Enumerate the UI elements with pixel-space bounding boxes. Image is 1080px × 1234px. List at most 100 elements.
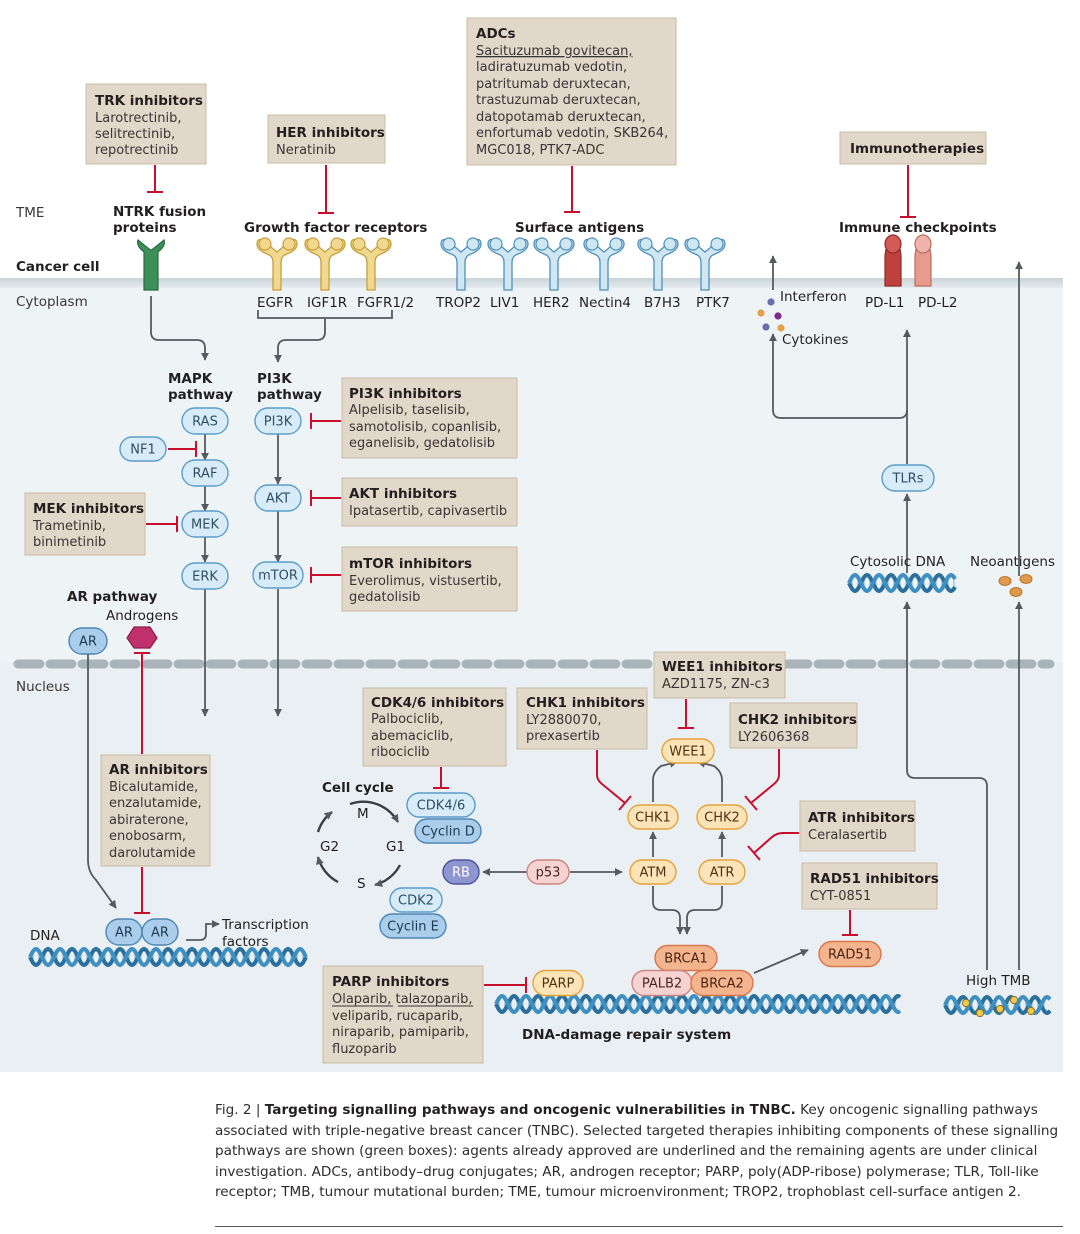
dna-helices (28, 572, 1052, 1016)
node-rad51: RAD51 (818, 940, 882, 968)
cell-cycle-arc-4 (316, 811, 333, 833)
chk2-inhibitors-box: CHK2 inhibitors LY2606368 (729, 702, 858, 749)
parp-drug-1: Olaparib, talazoparib, (332, 992, 472, 1007)
trop2-receptor (440, 237, 482, 291)
figure-caption: Fig. 2 | Targeting signalling pathways a… (215, 1100, 1065, 1203)
node-rb: RB (442, 859, 480, 885)
ddr-system-label: DNA-damage repair system (522, 1027, 731, 1043)
nectin4-label: Nectin4 (579, 295, 631, 311)
adc-box: ADCs Sacituzumab govitecan, ladiratuzuma… (466, 17, 677, 166)
pdl1-label: PD-L1 (865, 295, 905, 311)
her2-receptor (533, 237, 575, 291)
cdk46-drug-2: abemaciclib, (371, 729, 453, 744)
node-ras: RAS (181, 407, 229, 435)
chk2-inhibition (744, 749, 780, 811)
pi3k-drug-1: Alpelisib, taselisib, (349, 403, 470, 418)
node-label-pi3k: PI3K (264, 415, 293, 430)
mtor-inhibitors-title: mTOR inhibitors (349, 556, 472, 572)
mek-drug-1: Trametinib, (32, 519, 106, 534)
adc-drug-5: datopotamab deruxtecan, (476, 110, 646, 125)
node-brca1: BRCA1 (654, 944, 718, 972)
cdk46-inhibition (433, 767, 449, 789)
androgen-hexagon (126, 626, 158, 649)
transcription-label-line1: Transcription (221, 917, 309, 933)
brca-to-rad51-arrow (753, 949, 809, 974)
node-wee1: WEE1 (661, 738, 715, 764)
neoantigen-dots (998, 574, 1033, 597)
ptk7-receptor (684, 237, 726, 291)
mapk-label-line2: pathway (168, 387, 233, 403)
adc-inhibition (564, 166, 580, 213)
neoantigens-label: Neoantigens (970, 554, 1055, 570)
node-chk1: CHK1 (627, 804, 679, 830)
cell-cycle-label: Cell cycle (322, 780, 394, 796)
atr-to-brca-arrow (683, 886, 723, 935)
transcription-arrow (186, 920, 220, 941)
pi3k-inhibitors-title: PI3K inhibitors (349, 386, 462, 402)
parp-drug-3: niraparib, pamiparib, (332, 1025, 469, 1040)
cdk46-inhibitors-title: CDK4/6 inhibitors (371, 695, 504, 711)
ar-dna-helix (28, 946, 308, 968)
pi3k-drug-3: eganelisib, gedatolisib (349, 436, 495, 451)
rad51-inhibitors-box: RAD51 inhibitors CYT-0851 (801, 862, 939, 910)
cell-cycle-arc-1 (349, 800, 400, 823)
node-ar: AR (68, 627, 108, 655)
zone-label-cancer-cell: Cancer cell (16, 259, 100, 275)
node-ar-dimer-b: AR (141, 918, 179, 946)
chk1-inhibitors-box: CHK1 inhibitors LY2880070, prexasertib (516, 687, 648, 750)
zone-label-tme: TME (15, 205, 44, 221)
cdk46-inhibitors-box: CDK4/6 inhibitors Palbociclib, abemacicl… (362, 687, 507, 767)
growth-factor-receptors-label: Growth factor receptors (244, 220, 427, 236)
pdl2-label: PD-L2 (918, 295, 958, 311)
ptk7-label: PTK7 (696, 295, 730, 311)
wee1-inhibition (678, 699, 694, 729)
mtor-drug-2: gedatolisib (349, 590, 420, 605)
trk-inhibitors-box: TRK inhibitors Larotrectinib, selitrecti… (85, 83, 207, 165)
node-label-atm: ATM (639, 866, 666, 881)
trk-drug-3: repotrectinib (95, 143, 178, 158)
node-cdk46: CDK4/6 (406, 792, 476, 818)
pi3k-inhibitors-box: PI3K inhibitors Alpelisib, taselisib, sa… (341, 377, 518, 459)
node-nf1: NF1 (119, 436, 167, 462)
node-label-p53: p53 (536, 866, 561, 881)
adc-drug-1: Sacituzumab govitecan, (476, 44, 632, 59)
node-tlrs: TLRs (881, 464, 935, 492)
trk-inhibitors-title: TRK inhibitors (95, 93, 203, 109)
adc-drug-4: trastuzumab deruxtecan, (476, 93, 641, 108)
immuno-inhibition (900, 165, 916, 218)
mek-inhibition (146, 516, 178, 532)
ntrk-label-line2: proteins (113, 220, 176, 236)
mtor-drug-1: Everolimus, vistusertib, (349, 574, 502, 589)
node-label-akt: AKT (266, 492, 290, 507)
her-inhibition (318, 165, 334, 214)
node-pi3k: PI3K (254, 407, 302, 435)
node-label-raf: RAF (193, 467, 218, 482)
atm-to-brca-arrow (652, 886, 684, 935)
receptor-bracket (257, 310, 393, 319)
pi3k-drug-2: samotolisib, copanlisib, (349, 420, 501, 435)
cytokine-dots (757, 298, 785, 332)
akt-inhibitors-title: AKT inhibitors (349, 486, 457, 502)
rad51-inhibition (842, 910, 858, 936)
fgfr-receptor (350, 237, 392, 291)
node-label-nf1: NF1 (130, 443, 155, 458)
mek-inhibitors-title: MEK inhibitors (33, 501, 144, 517)
node-brca2: BRCA2 (690, 969, 754, 997)
pi3k-pathway-label-line1: PI3K (257, 371, 292, 387)
phase-g2: G2 (320, 839, 339, 855)
wee1-inhibitors-title: WEE1 inhibitors (662, 659, 783, 675)
immunotherapies-title: Immunotherapies (850, 141, 984, 157)
immunotherapies-box: Immunotherapies (839, 131, 987, 165)
cell-cycle-arc-2 (374, 864, 402, 887)
mek-inhibitors-box: MEK inhibitors Trametinib, binimetinib (24, 492, 146, 556)
nectin4-receptor (583, 237, 625, 291)
zone-label-cytoplasm: Cytoplasm (16, 294, 88, 310)
trk-drug-2: selitrectinib, (95, 127, 175, 142)
igf1r-receptor (304, 237, 346, 291)
ar-drug-4: enobosarm, (109, 829, 186, 844)
cdk46-drug-1: Palbociclib, (371, 712, 444, 727)
ar-pathway-label: AR pathway (67, 589, 158, 605)
high-tmb-label: High TMB (966, 973, 1030, 989)
rad51-inhibitors-title: RAD51 inhibitors (810, 871, 939, 887)
node-erk: ERK (181, 562, 229, 590)
